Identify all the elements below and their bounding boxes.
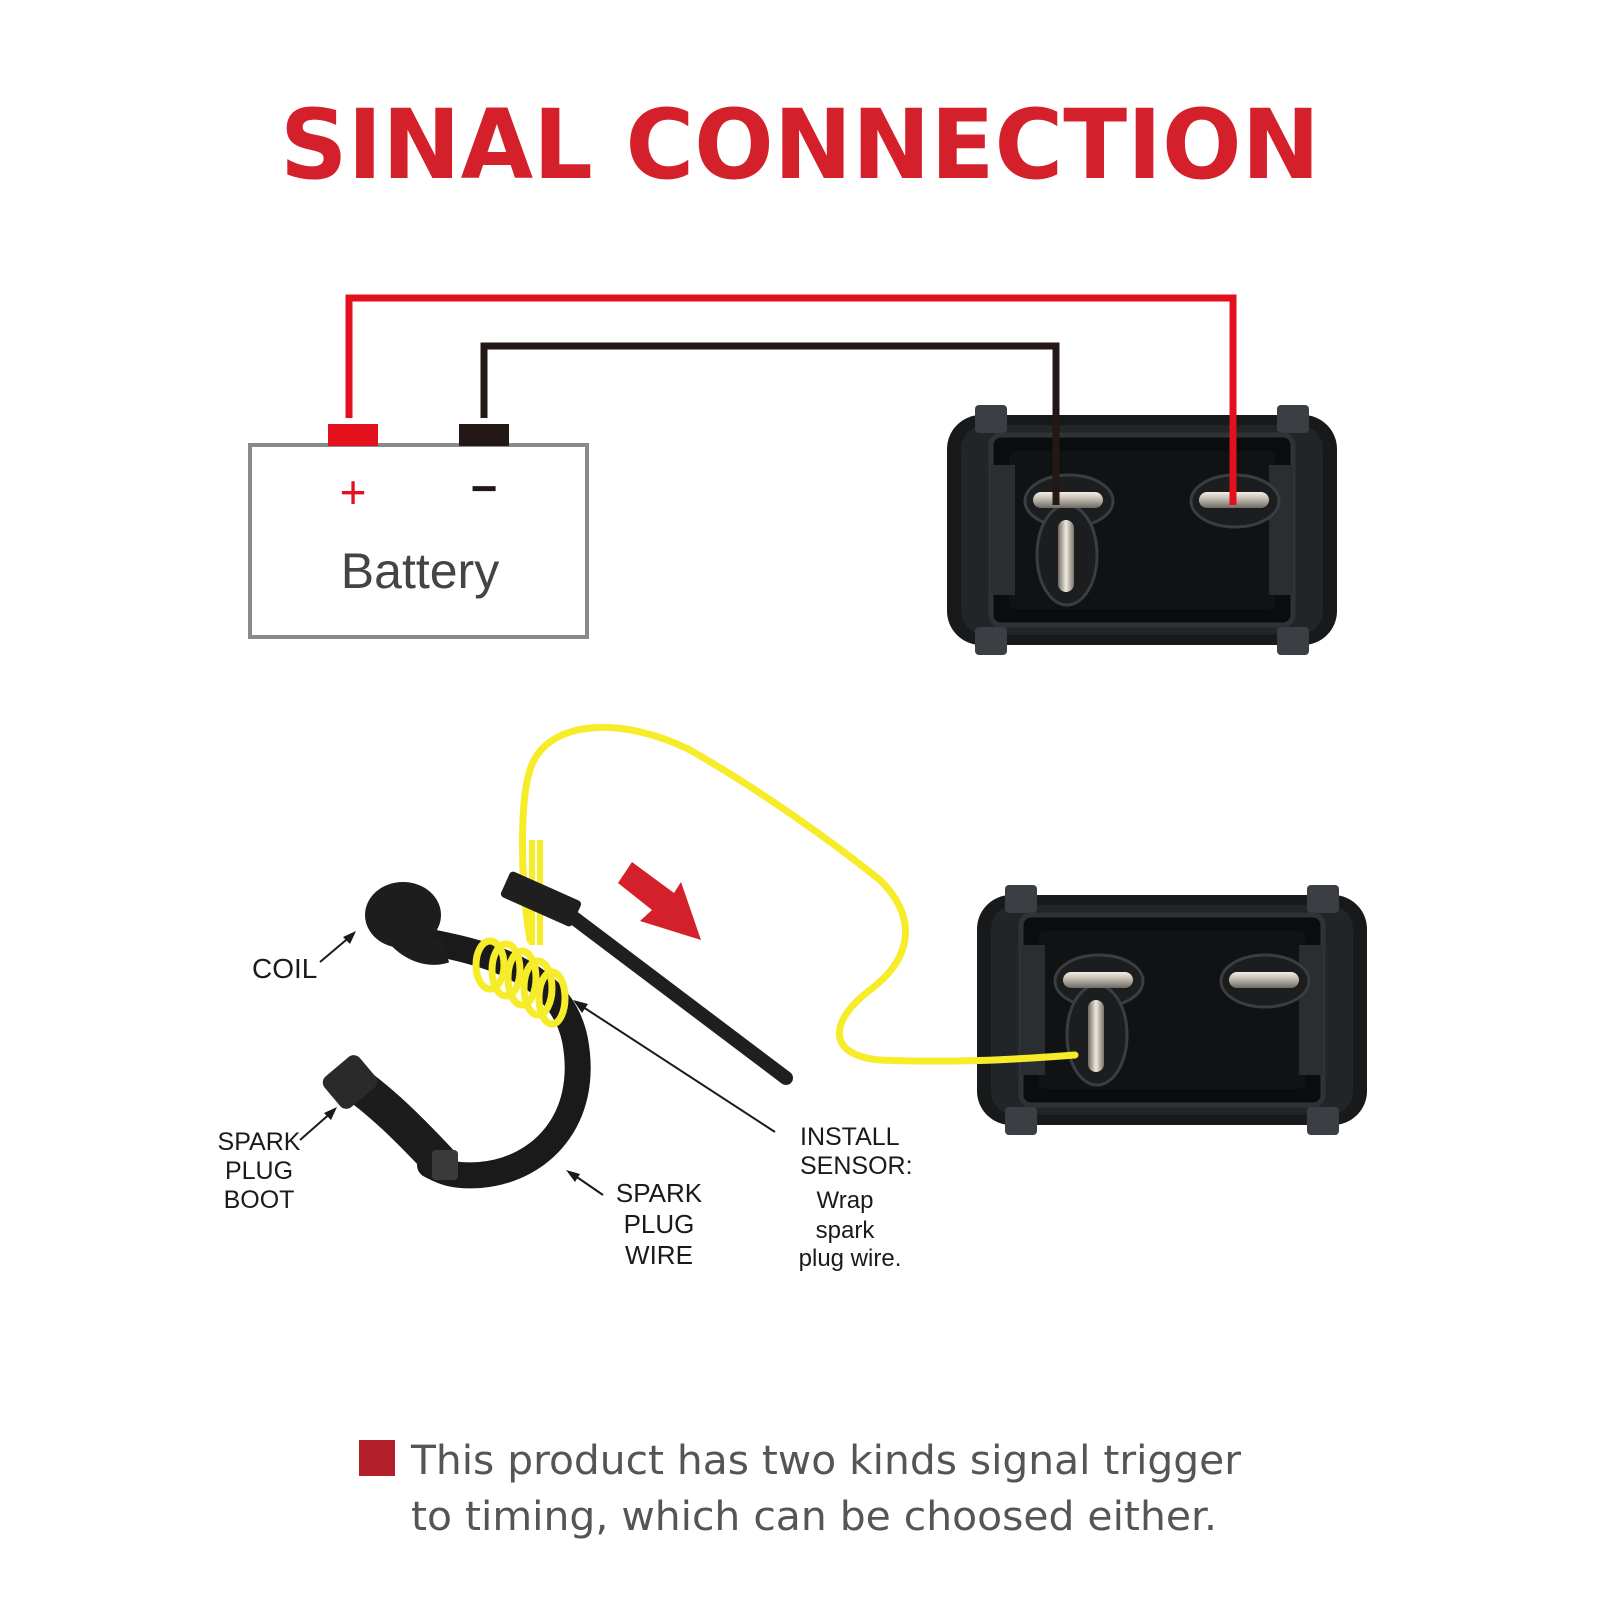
install-sensor-label: INSTALL SENSOR: Wrap spark plug wire. (799, 1123, 913, 1272)
note-bullet-square (359, 1440, 395, 1476)
battery-negative-terminal (459, 424, 509, 446)
battery-label: Battery (341, 543, 499, 599)
spark-plug-boot-tip (322, 1055, 378, 1109)
coil-neck (384, 921, 450, 965)
battery-plus-symbol: + (340, 466, 367, 518)
install-sensor-heading-line: SENSOR: (800, 1152, 913, 1180)
spark-plug-boot-label-line: PLUG (225, 1157, 293, 1185)
install-sensor-heading-line: INSTALL (800, 1123, 900, 1151)
yellow-sensor-wire (519, 724, 1079, 1065)
direction-arrow (618, 862, 701, 940)
note-line-2: to timing, which can be choosed either. (411, 1494, 1217, 1540)
spark-plug-wire-label: SPARK PLUG WIRE (616, 1178, 703, 1270)
cable-tie-head (500, 871, 582, 927)
install-sensor-body-line: spark (816, 1217, 876, 1244)
spark-plug-wire-label-line: PLUG (624, 1209, 695, 1239)
coil-cap (365, 882, 441, 948)
install-sensor-body-line: Wrap (817, 1187, 874, 1214)
spark-plug-boot-label-line: SPARK (218, 1128, 301, 1156)
spark-plug-boot-label: SPARK PLUG BOOT (218, 1128, 301, 1214)
sensor-wrap-coils (472, 937, 569, 1028)
battery-wiring-section: + − Battery (248, 294, 1337, 655)
spark-plug-wire-label-line: WIRE (625, 1240, 693, 1270)
page-title: SINAL CONNECTION (280, 89, 1320, 201)
pointer-arrows (299, 931, 776, 1196)
spark-plug-wire-label-line: SPARK (616, 1178, 703, 1208)
install-sensor-body-line: plug wire. (799, 1245, 902, 1272)
coil-label: COIL (252, 953, 317, 984)
spark-sensor-section: COIL SPARK PLUG BOOT SPARK PLUG WIRE INS… (218, 724, 1367, 1272)
cable-tie-strap (563, 908, 793, 1085)
module-top (947, 405, 1337, 655)
battery-body (248, 443, 589, 639)
battery-minus-symbol: − (471, 462, 498, 514)
spark-plug-boot-label-line: BOOT (224, 1186, 295, 1214)
module-bottom (977, 885, 1367, 1135)
footer-note: This product has two kinds signal trigge… (359, 1438, 1242, 1540)
note-line-1: This product has two kinds signal trigge… (410, 1438, 1242, 1484)
spark-plug-boot-collar (432, 1150, 458, 1180)
battery-positive-terminal (328, 424, 378, 446)
